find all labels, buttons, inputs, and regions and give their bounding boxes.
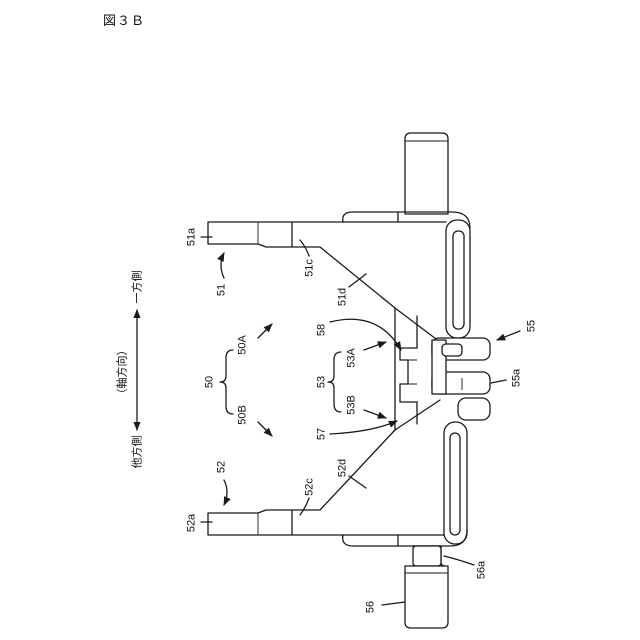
upper-shaft: [405, 133, 448, 214]
ref-label-50A: 50A: [238, 335, 249, 355]
ref-label-52d: 52d: [338, 459, 349, 477]
arrow-52: [224, 480, 227, 505]
lower-shaft: [405, 546, 448, 628]
ref-label-50: 50: [205, 376, 216, 388]
leader-56: [382, 602, 405, 605]
brace-50: [220, 350, 233, 414]
lower-elastic-loop: [444, 422, 467, 544]
fork-body: [208, 212, 470, 546]
ref-label-53: 53: [317, 376, 328, 388]
ref-label-50B: 50B: [238, 405, 249, 425]
leader-57: [330, 421, 397, 434]
ref-label-55: 55: [527, 320, 538, 332]
leader-51d: [349, 274, 366, 287]
arrow-53A: [364, 342, 386, 350]
upper-elastic-loop: [446, 220, 470, 338]
ref-label-53A: 53A: [347, 348, 358, 368]
ref-label-52a: 52a: [187, 514, 198, 532]
ref-label-58: 58: [317, 324, 328, 336]
other-side-label: 他方側: [132, 436, 143, 469]
ref-label-52c: 52c: [305, 478, 316, 496]
leader-56a: [444, 556, 474, 565]
arrow-53B: [364, 410, 386, 418]
engaging-part-55: [432, 338, 490, 420]
arrow-50A: [258, 324, 272, 338]
leader-52d: [349, 476, 366, 488]
ref-label-51a: 51a: [187, 228, 198, 246]
ref-label-55a: 55a: [512, 369, 523, 387]
arrow-50B: [258, 422, 272, 436]
arrow-51: [221, 253, 224, 278]
ref-label-52: 52: [217, 461, 228, 473]
ref-label-51c: 51c: [305, 259, 316, 277]
ref-label-57: 57: [317, 428, 328, 440]
leader-58: [330, 319, 401, 350]
one-side-label: 一方側: [132, 271, 143, 304]
brace-53: [328, 352, 341, 412]
ref-label-56: 56: [366, 601, 377, 613]
ref-label-51: 51: [217, 284, 228, 296]
leader-lines: [201, 237, 520, 605]
arrow-55: [497, 331, 520, 340]
ref-label-51d: 51d: [338, 288, 349, 306]
leader-55a: [491, 380, 506, 383]
axial-direction-label: （軸方向）: [117, 345, 128, 400]
ref-label-53B: 53B: [347, 395, 358, 415]
leader-51c: [300, 240, 309, 256]
leader-52c: [300, 498, 309, 515]
ref-label-56a: 56a: [477, 561, 488, 579]
